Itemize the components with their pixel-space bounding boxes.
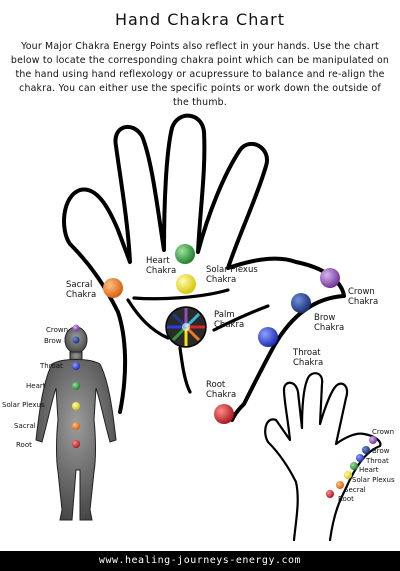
hand-sacral-point [103,278,123,298]
label-small-root: Root [338,495,354,503]
label-hand-throat: Throat Chakra [293,348,324,368]
label-small-crown: Crown [372,428,395,436]
hand-root-point [214,404,234,424]
label-hand-palm: Palm Chakra [214,310,245,330]
label-small-throat: Throat [366,457,389,465]
hand-crown-point [320,268,340,288]
label-body-crown: Crown [46,326,69,334]
body-crown-point [72,324,80,332]
label-body-brow: Brow [44,337,62,345]
body-root-point [72,440,80,448]
label-hand-heart: Heart Chakra [146,256,177,276]
intro-text: Your Major Chakra Energy Points also ref… [10,41,390,108]
small-solar-plexus-point [344,471,352,479]
body-throat-point [72,362,80,370]
body-solar-plexus-point [72,402,80,410]
hand-brow-point [291,293,311,313]
palm-chakra-wheel [165,306,207,348]
small-sacral-point [336,481,344,489]
small-heart-point [350,462,358,470]
large-hand-outline [62,113,346,422]
small-crown-point [369,436,377,444]
hand-throat-point [258,327,278,347]
body-sacral-point [72,422,80,430]
label-body-sacral: Sacral [14,422,36,430]
label-small-brow: Brow [372,447,390,455]
footer-website: www.healing-journeys-energy.com [0,551,400,571]
label-body-solar-plexus: Solar Plexus [2,401,45,409]
small-brow-point [362,446,370,454]
label-hand-root: Root Chakra [206,380,237,400]
label-body-throat: Throat [40,362,63,370]
body-heart-point [72,382,80,390]
label-hand-solar-plexus: Solar Plexus Chakra [206,265,258,285]
label-small-sacral: Secral [344,486,366,494]
hand-solar-plexus-point [176,274,196,294]
label-small-heart: Heart [359,466,379,474]
page-title: Hand Chakra Chart [114,10,286,29]
hand-heart-point [175,244,195,264]
small-throat-point [356,454,364,462]
label-body-root: Root [16,441,32,449]
label-hand-brow: Brow Chakra [314,313,345,333]
body-brow-point [72,336,80,344]
label-body-heart: Heart [26,382,46,390]
label-small-solar-plexus: Solar Plexus [352,476,395,484]
label-hand-crown: Crown Chakra [348,287,379,307]
palm-lines [126,288,270,394]
small-hand-outline [264,372,382,542]
label-hand-sacral: Sacral Chakra [66,280,97,300]
small-root-point [326,490,334,498]
